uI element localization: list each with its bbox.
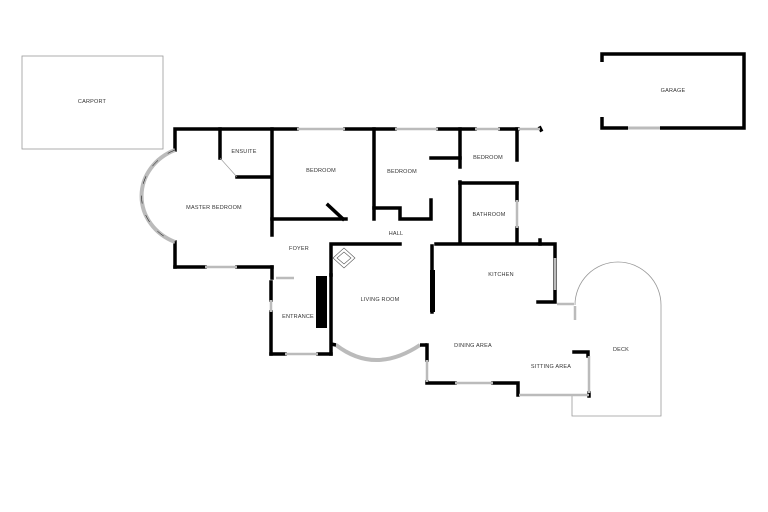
room-label-sitting-area: SITTING AREA bbox=[530, 364, 572, 370]
carport-outline bbox=[21, 55, 164, 150]
living-bay-window bbox=[334, 343, 422, 362]
room-label-foyer: FOYER bbox=[289, 246, 309, 252]
room-label-carport: CARPORT bbox=[77, 99, 107, 105]
room-label-hall: HALL bbox=[388, 231, 404, 237]
room-label-ensuite: ENSUITE bbox=[231, 149, 257, 155]
master-bay-window bbox=[139, 148, 176, 244]
room-label-living-room: LIVING ROOM bbox=[360, 297, 400, 303]
room-label-bedroom-1: BEDROOM bbox=[306, 168, 336, 174]
stair-icon bbox=[332, 247, 356, 269]
room-label-dining-area: DINING AREA bbox=[454, 343, 492, 349]
room-label-kitchen: KITCHEN bbox=[488, 272, 514, 278]
deck-outline bbox=[571, 261, 662, 417]
room-label-deck: DECK bbox=[612, 347, 630, 353]
ensuite-door bbox=[219, 157, 238, 178]
room-label-bathroom: BATHROOM bbox=[472, 212, 506, 218]
fireplace bbox=[316, 276, 327, 328]
room-label-entrance: ENTRANCE bbox=[282, 314, 314, 320]
room-label-bedroom-2: BEDROOM bbox=[387, 169, 417, 175]
windows bbox=[205, 127, 591, 397]
room-label-bedroom-3: BEDROOM bbox=[473, 155, 503, 161]
garage-walls bbox=[600, 52, 746, 130]
room-label-master-bedroom: MASTER BEDROOM bbox=[186, 205, 242, 211]
house-walls bbox=[173, 125, 591, 398]
room-label-garage: GARAGE bbox=[660, 88, 686, 94]
wall-cabinet bbox=[430, 270, 435, 312]
